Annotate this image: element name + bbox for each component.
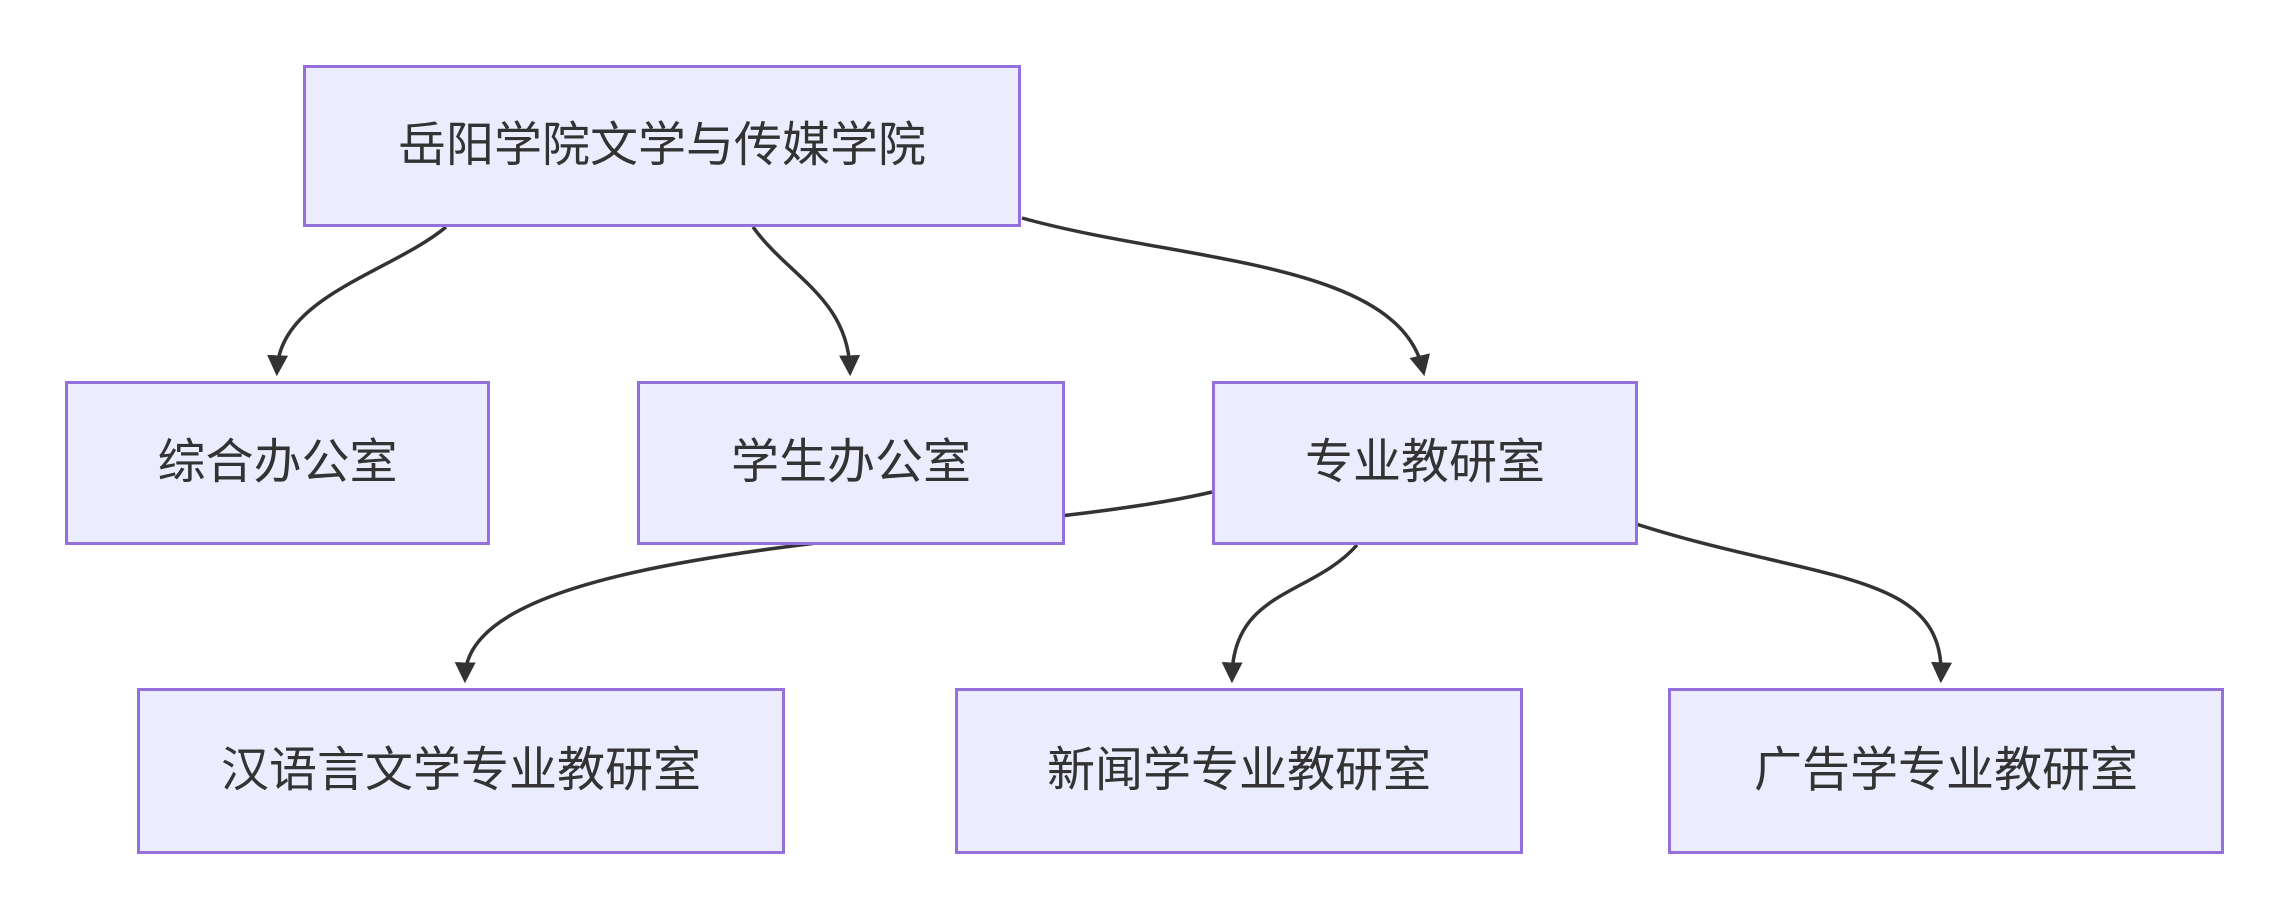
edge-root-to-general-office [267, 225, 448, 377]
node-teaching-office: 专业教研室 [1212, 381, 1638, 545]
node-student-office-label: 学生办公室 [730, 436, 971, 490]
node-general-office-label: 综合办公室 [157, 436, 398, 490]
edge-root-to-teaching-office [1021, 216, 1430, 377]
node-college-root-label: 岳阳学院文学与传媒学院 [397, 119, 926, 173]
edge-teaching-to-journalism-dept [1221, 543, 1359, 684]
edge-teaching-to-chinese-dept [454, 490, 1213, 684]
node-student-office: 学生办公室 [637, 381, 1065, 545]
node-advertising-dept: 广告学专业教研室 [1668, 688, 2224, 854]
node-college-root: 岳阳学院文学与传媒学院 [303, 65, 1021, 227]
node-journalism-dept: 新闻学专业教研室 [955, 688, 1523, 854]
node-journalism-dept-label: 新闻学专业教研室 [1046, 744, 1431, 798]
edge-root-to-student-office [751, 225, 861, 377]
node-chinese-dept: 汉语言文学专业教研室 [137, 688, 785, 854]
node-advertising-dept-label: 广告学专业教研室 [1753, 744, 2138, 798]
node-chinese-dept-label: 汉语言文学专业教研室 [220, 744, 701, 798]
node-general-office: 综合办公室 [65, 381, 490, 545]
edge-teaching-to-advertising-dept [1635, 522, 1953, 684]
node-teaching-office-label: 专业教研室 [1304, 436, 1545, 490]
